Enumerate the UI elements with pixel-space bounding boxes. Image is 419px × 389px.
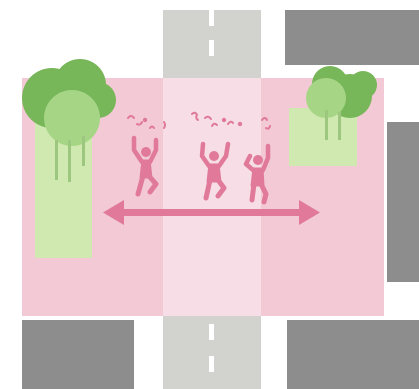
- building-bottom-right: [287, 320, 419, 389]
- lane-marking: [209, 40, 214, 56]
- lane-marking: [209, 324, 214, 340]
- building-top-right: [285, 10, 419, 65]
- plaza-center-band: [163, 78, 261, 316]
- lane-marking: [209, 10, 214, 26]
- building-bottom-left: [22, 320, 134, 389]
- road-south: [163, 316, 261, 389]
- lane-marking: [209, 356, 214, 372]
- building-right: [387, 122, 419, 282]
- road-north: [163, 10, 261, 80]
